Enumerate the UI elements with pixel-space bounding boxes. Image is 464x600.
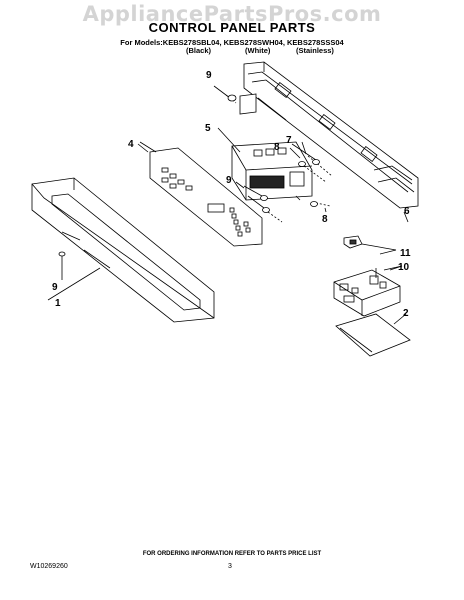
- part-11-clip: [343, 235, 397, 251]
- callout-10: 10: [398, 262, 410, 273]
- callout-6: 6: [404, 206, 410, 217]
- variant-stainless: (Stainless): [296, 46, 334, 55]
- page-number: 3: [228, 563, 232, 570]
- part-7-8-screws: [291, 143, 333, 207]
- part-9-screws-middle: [243, 185, 283, 223]
- part-9-screw-left: [58, 251, 66, 280]
- part-4-overlay: [139, 141, 263, 247]
- callout-8-upper: 8: [274, 142, 280, 153]
- models-line: For Models:KEBS278SBL04, KEBS278SWH04, K…: [120, 38, 344, 47]
- callout-9-middle: 9: [226, 175, 232, 186]
- part-10-control-board: [333, 265, 403, 317]
- callout-2: 2: [403, 308, 409, 319]
- callout-7: 7: [286, 135, 292, 146]
- callout-9-left: 9: [52, 282, 58, 293]
- document-number: W10269260: [30, 563, 68, 570]
- callout-labels: 1 2 4 5 6 7 8 8 9 9 9 10 11: [52, 70, 411, 319]
- part-1-control-panel-face: [31, 177, 215, 323]
- page-title: CONTROL PANEL PARTS: [148, 20, 316, 35]
- ordering-note: FOR ORDERING INFORMATION REFER TO PARTS …: [142, 551, 322, 557]
- callout-11: 11: [400, 248, 411, 259]
- callout-1: 1: [55, 298, 61, 309]
- callout-8-lower: 8: [322, 214, 328, 225]
- variant-white: (White): [245, 46, 271, 55]
- callout-5: 5: [205, 123, 211, 134]
- callout-9-top: 9: [206, 70, 212, 81]
- watermark-text: AppliancePartsPros.com: [82, 2, 382, 26]
- variant-black: (Black): [186, 46, 212, 55]
- part-2-cover-plate: [335, 313, 411, 357]
- part-9-screw-top: [213, 85, 237, 104]
- callout-4: 4: [128, 139, 134, 150]
- part-6-rear-panel: [239, 61, 419, 209]
- part-5-display-board: [217, 127, 313, 201]
